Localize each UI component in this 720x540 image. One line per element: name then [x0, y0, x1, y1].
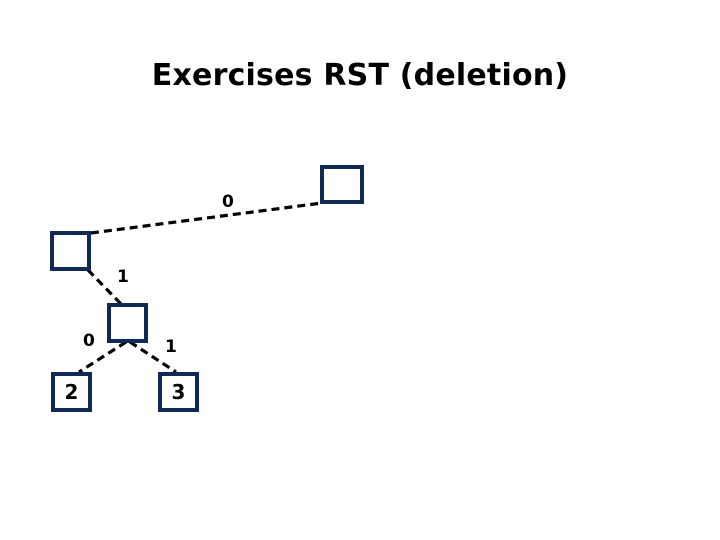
middle-internal-node[interactable] [107, 303, 148, 343]
left-internal-node[interactable] [50, 231, 91, 271]
edge-left-to-topright-label: 0 [222, 192, 234, 212]
edge-middle-to-leaf3-label: 1 [165, 337, 177, 357]
top-right-node[interactable] [320, 165, 364, 204]
node-label: 3 [171, 380, 186, 404]
leaf-node-2[interactable]: 2 [51, 372, 92, 412]
leaf-node-3[interactable]: 3 [158, 372, 199, 412]
edge-left-to-topright [90, 201, 323, 235]
edges-group [78, 201, 323, 374]
edge-middle-to-leaf3 [129, 340, 177, 374]
edge-middle-to-leaf2-label: 0 [83, 331, 95, 351]
edge-middle-to-leaf2 [78, 340, 127, 374]
edge-left-to-middle-label: 1 [117, 267, 129, 287]
edge-left-to-middle [86, 268, 124, 307]
node-label: 2 [64, 380, 79, 404]
page-title: Exercises RST (deletion) [151, 58, 569, 93]
